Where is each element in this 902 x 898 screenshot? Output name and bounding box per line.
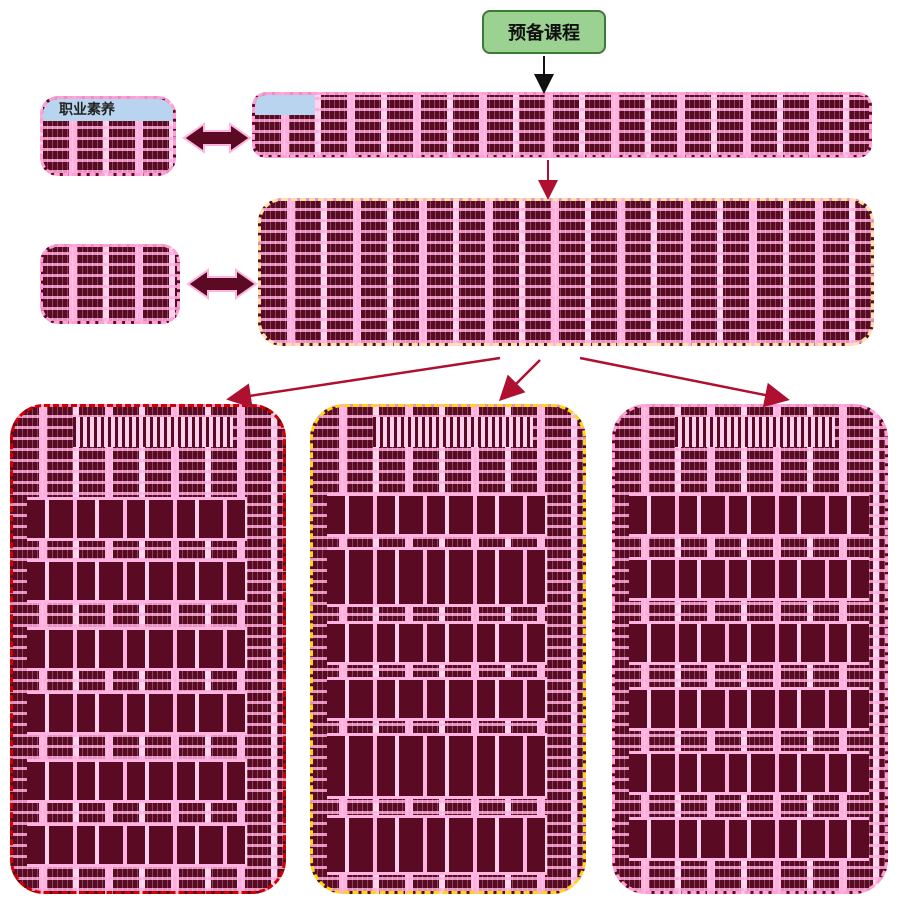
- column-3-item: [629, 557, 869, 601]
- column-2-item: [327, 493, 547, 537]
- top-node-preparatory-course: 预备课程: [482, 10, 606, 54]
- column-2-item: [327, 677, 547, 721]
- arrow-row2-to-column-3: [579, 356, 790, 408]
- column-2-item: [327, 815, 547, 875]
- column-1-item: [27, 823, 247, 867]
- arrow-row2-to-column-2: [498, 359, 541, 402]
- column-2-item: [327, 547, 547, 607]
- column-1-item: [27, 497, 247, 541]
- column-1-item: [27, 691, 247, 735]
- node-row2-main: [258, 198, 874, 346]
- column-1-item: [27, 627, 247, 671]
- node-row1-main-caption: [255, 95, 315, 115]
- top-node-label: 预备课程: [508, 23, 580, 44]
- column-3-item: [629, 751, 869, 795]
- double-arrow-row1: [182, 122, 252, 154]
- column-2-title: [373, 417, 533, 447]
- column-1: [10, 404, 286, 894]
- node-professional-quality: 职业素养: [40, 96, 176, 176]
- column-3-item: [629, 493, 869, 537]
- node-row2-left: [40, 244, 180, 324]
- column-3-title: [675, 417, 835, 447]
- column-1-item: [27, 759, 247, 803]
- column-3: [612, 404, 888, 894]
- node-row1-main: [252, 92, 872, 158]
- node-professional-quality-label: 职业素养: [43, 99, 173, 121]
- column-3-item: [629, 621, 869, 665]
- arrow-row2-to-column-1: [226, 356, 501, 409]
- column-1-item: [27, 559, 247, 603]
- column-2-item: [327, 621, 547, 665]
- column-1-title: [73, 417, 233, 447]
- double-arrow-row2: [186, 268, 258, 300]
- column-2: [310, 404, 586, 894]
- column-3-item: [629, 817, 869, 861]
- column-3-item: [629, 687, 869, 731]
- column-2-item: [327, 733, 547, 799]
